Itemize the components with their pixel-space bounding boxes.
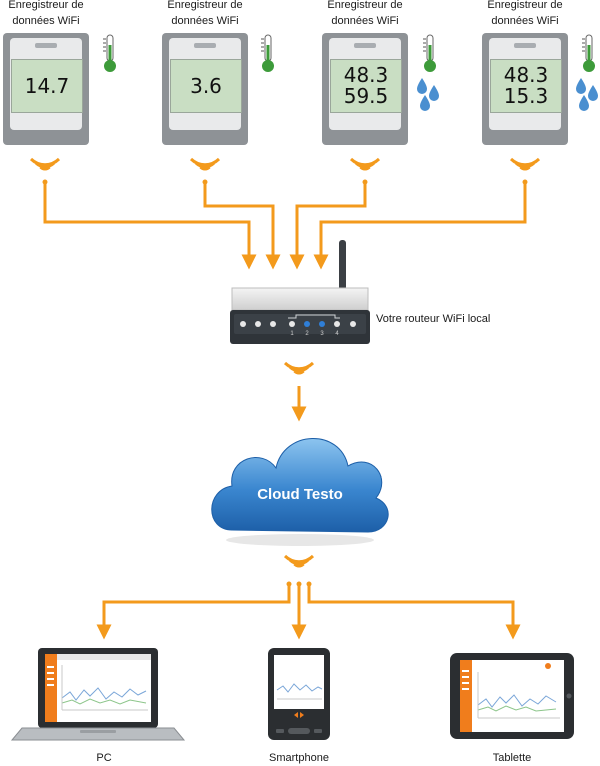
logger-2-display: 3.6 (170, 59, 242, 113)
router-port-3: 3 (320, 331, 324, 337)
laptop-pc (10, 648, 186, 741)
logger-3-label: Enregistreur de données WiFi (327, 0, 403, 27)
thermometer-icon (102, 34, 117, 73)
device-connectors (96, 581, 521, 640)
logger-2-label: Enregistreur de données WiFi (167, 0, 243, 27)
router-port-4: 4 (335, 331, 339, 337)
logger-4-display: 48.3 15.3 (490, 59, 562, 113)
water-drop-icon (420, 95, 430, 111)
logger-4-reading-1: 48.3 (503, 63, 549, 87)
tablet (450, 653, 574, 739)
router-label: Votre routeur WiFi local (376, 313, 491, 325)
logger-4-label: Enregistreur de données WiFi (487, 0, 563, 27)
cloud-testo (211, 438, 389, 546)
logger-1-label: Enregistreur de données WiFi (8, 0, 84, 27)
logger-4-reading-2: 15.3 (503, 84, 549, 108)
logger-3-reading-1: 48.3 (343, 63, 389, 87)
logger-3-display: 48.3 59.5 (330, 59, 402, 113)
water-drop-icon (429, 85, 439, 101)
logger-connectors (42, 179, 528, 270)
logger-1-reading-1: 14.7 (24, 73, 70, 98)
thermometer-icon (260, 34, 275, 73)
smartphone (268, 648, 330, 740)
thermometer-icon (581, 34, 596, 73)
smartphone-label: Smartphone (269, 752, 329, 764)
pc-label: PC (96, 752, 112, 764)
tablet-label: Tablette (492, 752, 532, 764)
cloud-label: Cloud Testo (257, 486, 343, 503)
logger-3-reading-2: 59.5 (343, 84, 389, 108)
router-port-1: 1 (290, 331, 294, 337)
thermometer-icon (422, 34, 437, 73)
water-drop-icon (588, 85, 598, 101)
logger-1-display: 14.7 (11, 59, 83, 113)
wifi-router (230, 240, 370, 344)
router-antenna (339, 240, 346, 290)
water-drop-icon (579, 95, 589, 111)
water-drop-icon (576, 78, 586, 94)
logger-2-reading-1: 3.6 (190, 73, 222, 98)
water-drop-icon (417, 78, 427, 94)
router-port-2: 2 (305, 331, 309, 337)
